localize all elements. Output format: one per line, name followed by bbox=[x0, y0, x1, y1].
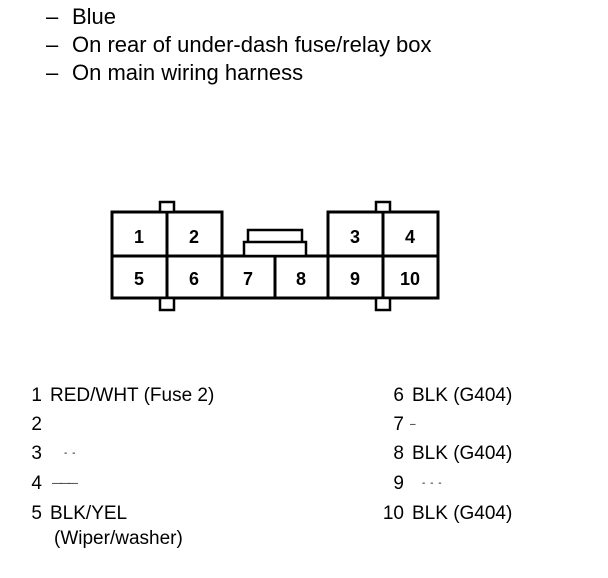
pin-label-8: 8 bbox=[296, 269, 306, 289]
legend-pin-number: 4 bbox=[31, 473, 42, 495]
legend-pin-desc: RED/WHT (Fuse 2) bbox=[50, 385, 215, 406]
pin-label-9: 9 bbox=[350, 269, 360, 289]
pin-label-6: 6 bbox=[189, 269, 199, 289]
legend-pin-desc: BLK/YEL bbox=[50, 503, 128, 524]
legend-pin-number: 5 bbox=[31, 503, 42, 524]
legend-pin-number: 3 bbox=[31, 443, 42, 465]
legend-entry-pin-3: 3 - - bbox=[30, 442, 76, 466]
legend-entry-pin-2: 2 bbox=[30, 413, 50, 437]
pin-label-4: 4 bbox=[405, 227, 415, 247]
legend-entry-pin-9: 9 - - - bbox=[380, 472, 443, 496]
legend-pin-number: 2 bbox=[31, 414, 42, 435]
header-dash: – bbox=[46, 4, 59, 29]
legend-entry-pin-10: 10 BLK (G404) bbox=[380, 502, 512, 526]
legend-pin-desc: - - - bbox=[422, 478, 443, 489]
legend-entry-pin-5: 5 BLK/YEL bbox=[30, 502, 127, 526]
legend-pin-number: 8 bbox=[393, 443, 404, 464]
pin-label-2: 2 bbox=[189, 227, 199, 247]
legend-pin-desc: – bbox=[410, 419, 417, 430]
legend-entry-pin-4: 4 ——— bbox=[30, 472, 78, 496]
legend-entry-pin-8: 8 BLK (G404) bbox=[380, 442, 512, 466]
legend-pin-number: 6 bbox=[393, 385, 404, 406]
header-dash: – bbox=[46, 32, 59, 57]
pin-label-10: 10 bbox=[400, 269, 420, 289]
header-harness-text: On main wiring harness bbox=[72, 60, 304, 85]
pin-label-7: 7 bbox=[243, 269, 253, 289]
legend-pin-5-subtext: (Wiper/washer) bbox=[54, 528, 183, 549]
header-line-harness: –On main wiring harness bbox=[46, 60, 303, 86]
connector-lock-tabs bbox=[158, 200, 392, 312]
legend-pin-desc: BLK (G404) bbox=[412, 443, 513, 464]
connector-key bbox=[242, 228, 308, 258]
legend-pin-desc: - - bbox=[64, 448, 77, 459]
legend-entry-pin-7: 7– bbox=[380, 413, 417, 437]
legend-pin-number: 1 bbox=[31, 385, 42, 406]
legend-pin-number: 7 bbox=[393, 414, 404, 436]
legend-pin-desc: BLK (G404) bbox=[412, 503, 513, 524]
pin-label-3: 3 bbox=[350, 227, 360, 247]
header-color-text: Blue bbox=[72, 4, 117, 29]
pin-label-5: 5 bbox=[134, 269, 144, 289]
header-line-color: –Blue bbox=[46, 4, 116, 30]
header-line-location: –On rear of under-dash fuse/relay box bbox=[46, 32, 432, 58]
legend-entry-pin-6: 6 BLK (G404) bbox=[380, 384, 512, 408]
header-dash: – bbox=[46, 60, 59, 85]
legend-entry-pin-1: 1 RED/WHT (Fuse 2) bbox=[30, 384, 214, 408]
pin-label-1: 1 bbox=[134, 227, 144, 247]
legend-pin-number: 10 bbox=[382, 503, 404, 524]
header-location-text: On rear of under-dash fuse/relay box bbox=[72, 32, 432, 57]
legend-pin-desc: BLK (G404) bbox=[412, 385, 513, 406]
legend-pin-number: 9 bbox=[393, 473, 404, 495]
legend-pin-desc: ——— bbox=[52, 478, 78, 489]
